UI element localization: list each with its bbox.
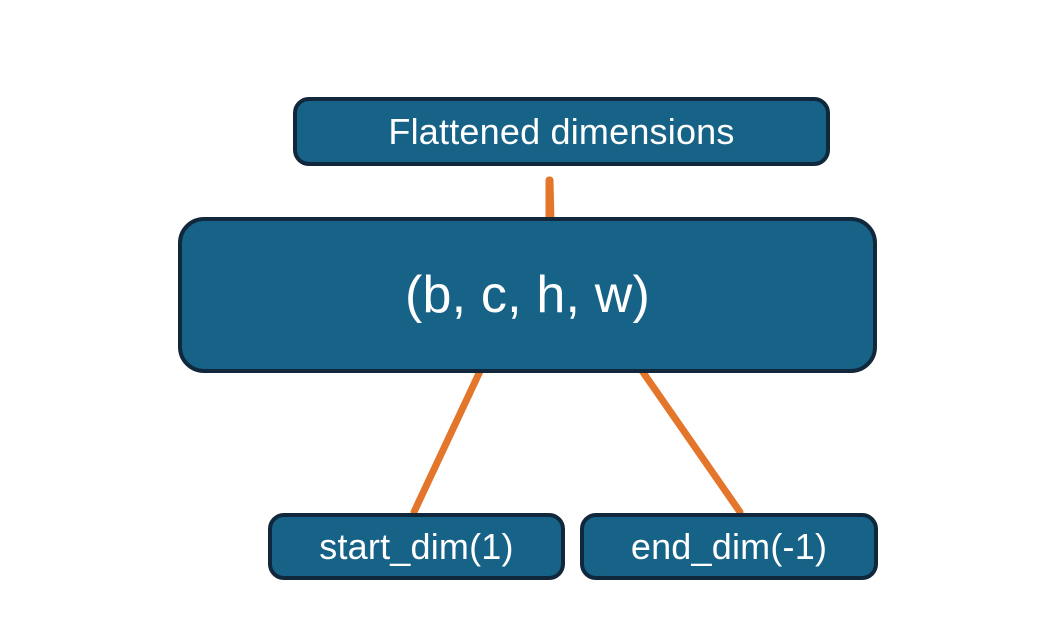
end-dim-label: end_dim(-1) [630, 525, 828, 567]
flattened-dimensions-label: Flattened dimensions [388, 110, 735, 152]
end-dim-node[interactable]: end_dim(-1) [580, 513, 878, 580]
flattened-dimensions-node[interactable]: Flattened dimensions [293, 97, 830, 166]
start-dim-label: start_dim(1) [319, 525, 514, 567]
tensor-shape-label: (b, c, h, w) [404, 265, 651, 324]
start-dim-arrow-shaft [410, 348, 493, 516]
start-dim-node[interactable]: start_dim(1) [268, 513, 565, 580]
tensor-shape-node[interactable]: (b, c, h, w) [178, 217, 877, 373]
end-dim-arrow-shaft [625, 348, 744, 516]
